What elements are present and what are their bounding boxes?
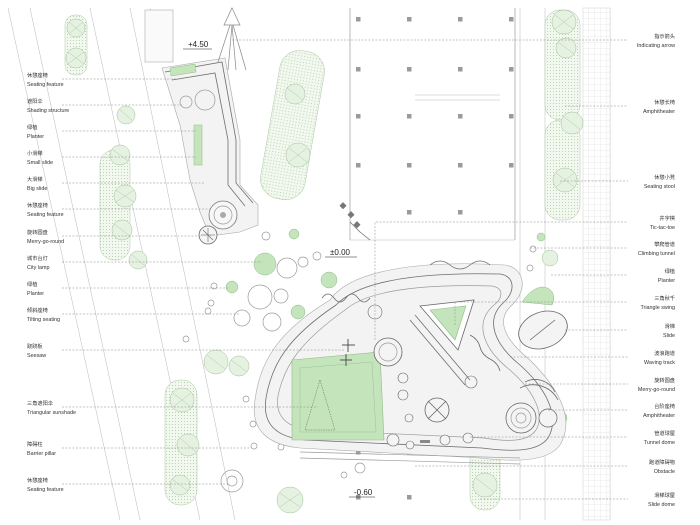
label-zh: 跑道障碍物: [649, 458, 675, 466]
lamp-circles: [182, 231, 537, 493]
label-en: Slide: [663, 333, 675, 339]
label-en: Merry-go-round: [27, 239, 64, 245]
right-labels: 指示箭头 Indicating arrow 休憩长椅 Amphitheater …: [637, 32, 675, 508]
label-zh: 障碍柱: [27, 440, 43, 448]
label-zh: 绿植: [27, 280, 37, 288]
label-zh: 波浪跑道: [654, 349, 675, 357]
label-zh: 三角秋千: [654, 294, 675, 302]
label-zh: 大滑梯: [27, 175, 43, 183]
label-en: Planter: [658, 278, 675, 284]
label-zh: 城市台灯: [27, 254, 48, 262]
tree-canopies: [65, 9, 584, 514]
label-zh: 倾斜座椅: [27, 306, 48, 314]
label-en: Tilting seating: [27, 317, 60, 323]
label-en: Shading structure: [27, 108, 69, 114]
label-zh: 滑梯球屋: [654, 491, 675, 499]
label-zh: 指示箭头: [654, 32, 675, 40]
label-zh: 休憩座椅: [27, 71, 48, 79]
label-en: Merry-go-round: [638, 387, 675, 393]
label-zh: 三角遮阳伞: [27, 399, 54, 407]
label-en: Big slide: [27, 186, 47, 192]
label-en: Tunnel dome: [644, 440, 675, 446]
label-en: Amphitheater: [643, 413, 675, 419]
upper-ramp-structure: [144, 7, 259, 245]
label-en: Planter: [27, 134, 44, 140]
label-en: Obstacle: [654, 469, 675, 475]
label-zh: 管道球屋: [654, 429, 675, 437]
label-en: Seating stool: [644, 184, 675, 190]
leader-lines: [62, 39, 628, 500]
label-en: Seesaw: [27, 353, 46, 359]
label-zh: 绿植: [27, 123, 37, 131]
label-en: Triangular sunshade: [27, 410, 76, 416]
level-bottom: -0.60: [354, 488, 373, 497]
label-en: Seating feature: [27, 487, 64, 493]
main-playground: [253, 260, 568, 465]
label-zh: 旋转圆盘: [654, 376, 675, 384]
label-zh: 井字棋: [659, 214, 675, 222]
label-zh: 小滑梯: [27, 149, 43, 157]
level-middle: ±0.00: [330, 248, 351, 257]
label-en: Tic-tac-toe: [650, 225, 675, 231]
label-zh: 跷跷板: [27, 342, 43, 350]
label-zh: 休憩座椅: [27, 201, 48, 209]
label-zh: 台阶座椅: [654, 402, 675, 410]
label-zh: 休憩座椅: [27, 476, 48, 484]
label-en: Seating feature: [27, 212, 64, 218]
label-en: City lamp: [27, 265, 49, 271]
label-en: Seating feature: [27, 82, 64, 88]
label-zh: 遮阳伞: [27, 97, 43, 105]
label-en: Planter: [27, 291, 44, 297]
label-en: Barrier pillar: [27, 451, 56, 457]
label-zh: 绿植: [665, 267, 675, 275]
label-en: Small slide: [27, 160, 53, 166]
label-en: Climbing tunnel: [638, 251, 675, 257]
label-en: Triangle swing: [640, 305, 675, 311]
label-en: Waving track: [644, 360, 675, 366]
site-linework: [7, 7, 611, 521]
label-zh: 休憩小凳: [654, 173, 675, 181]
label-zh: 旋转圆盘: [27, 228, 48, 236]
label-zh: 滑梯: [665, 322, 675, 330]
level-top: +4.50: [188, 40, 209, 49]
elevation-markers: +4.50 ±0.00 -0.60: [183, 40, 375, 498]
label-en: Amphitheater: [643, 109, 675, 115]
label-zh: 攀爬管道: [654, 240, 675, 248]
label-en: Indicating arrow: [637, 43, 675, 49]
label-zh: 休憩长椅: [654, 98, 675, 106]
left-labels: 休憩座椅 Seating feature 遮阳伞 Shading structu…: [27, 71, 76, 493]
label-en: Slide dome: [648, 502, 675, 508]
